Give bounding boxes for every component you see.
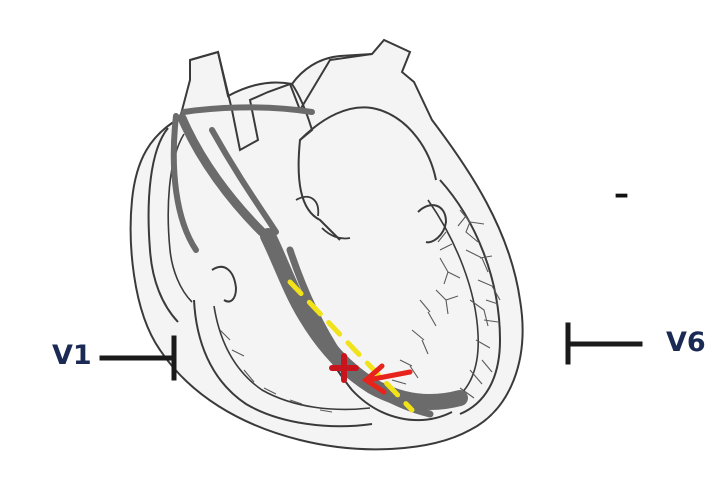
left-atrium-wall (299, 106, 437, 181)
conduction-system (170, 104, 468, 418)
right-atrium-wall (147, 127, 179, 323)
lead-v6-electrode (565, 322, 643, 365)
negative-sign: – (614, 177, 629, 212)
plus-icon (329, 353, 359, 383)
right-ventricle-inner (213, 305, 371, 411)
electrical-axis-dashed (287, 279, 415, 413)
arrow-icon (361, 363, 413, 395)
lead-v1-label: V1 (52, 340, 92, 371)
great-vessels (189, 50, 373, 152)
semilunar-valve (295, 195, 351, 240)
purkinje-fibers (219, 209, 501, 413)
lead-v1-electrode (99, 335, 177, 381)
tricuspid-valve (211, 265, 238, 303)
aortic-arch (291, 83, 341, 241)
slide-title-cropped (0, 0, 721, 12)
right-ventricle-wall (193, 299, 373, 428)
lead-v6-label: V6 (666, 327, 706, 358)
left-ventricle-wall (439, 179, 502, 415)
mitral-valve (417, 204, 448, 244)
left-ventricle-inner (427, 199, 479, 401)
